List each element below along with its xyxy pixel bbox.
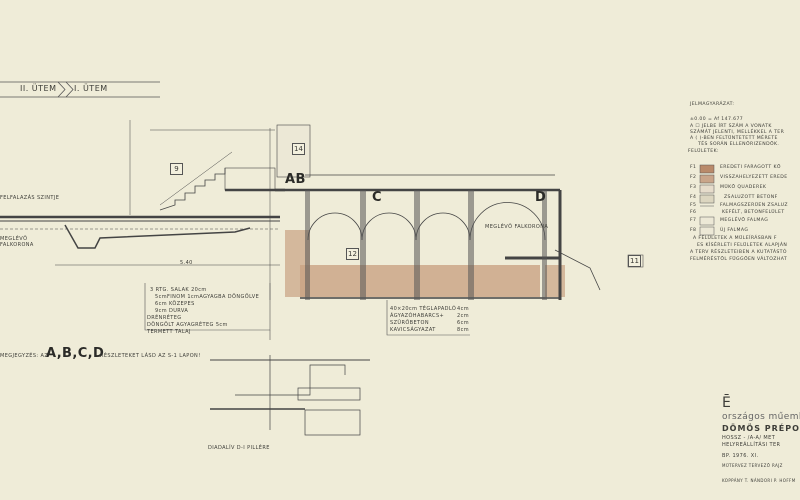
legend-code: F8: [690, 228, 697, 233]
legend-footer: A FELÜLETEK A MŰLEÍRÁSBAN F: [693, 236, 777, 241]
ground-section: [0, 120, 311, 300]
note-prefix: MEGJEGYZÉS: AZ: [0, 353, 49, 359]
legend-item: VISSZAHELYEZETT EREDE: [720, 175, 788, 180]
legend-footer: FELMÉRÉSTŐL FÜGGŐEN VÁLTOZHAT: [690, 257, 788, 262]
note-letters: A,B,C,D: [46, 346, 105, 361]
legend-code: F5: [690, 203, 697, 208]
legend-surfaces-title: FELÜLETEK:: [688, 149, 719, 154]
section-marker-ab: AB: [285, 172, 306, 187]
legend-line: TÉS SORÁN ELLENŐRIZENDŐK.: [698, 142, 780, 147]
detail-pier: [210, 355, 370, 436]
wall-crown-label: MEGLÉVŐ FALKORONA: [0, 236, 34, 248]
project-title: DÖMÖS PRÉPO: [722, 424, 800, 433]
legend-item: MEGLÉVŐ FALMAG: [720, 218, 769, 223]
legend-item: MŰKŐ QUADEREK: [720, 185, 767, 190]
legend-title: JELMAGYARÁZAT:: [690, 102, 735, 107]
wall-crown-label-mid: MEGLÉVŐ FALKORONA: [485, 224, 549, 230]
legend-line: A ( )-BEN FELTÜNTETETT MÉRETE: [690, 136, 778, 141]
plan-subtitle: HELYREÁLLÍTÁSI TER: [722, 442, 781, 448]
legend-line: SZÁMÁT JELENTI, MELLÉKKEL A TER: [690, 130, 785, 135]
designer-names: KOPPÁNY T. NÁNDORI P. HOFFM: [722, 478, 796, 483]
legend-line: A ☐ JELBE ÍRT SZÁM A VONATK: [690, 124, 772, 129]
walling-level-label: FELFALAZÁS SZINTJE: [0, 195, 60, 201]
legend-item: ÚJ FALMAG: [720, 228, 749, 233]
legend-code: F1: [690, 165, 697, 170]
layer-name: ÁGYAZÓHABARCS+: [390, 313, 445, 319]
layer-name: 40×20cm TÉGLAPADLÓ: [390, 306, 457, 312]
layer-value: 4cm: [457, 306, 470, 312]
legend-footer: ES KÍSÉRLETI FELÜLETEK ALAPJÁN: [697, 243, 788, 248]
legend-item: KEFÉLT, BETONFELÜLET: [722, 210, 785, 215]
plan-date: BP. 1976. XI.: [722, 453, 759, 459]
ref-box-12: 12: [346, 248, 359, 260]
section-marker-d: D: [535, 190, 547, 205]
layer-value: 8cm: [457, 327, 470, 333]
ref-box-9: 9: [170, 163, 183, 175]
ref-box-14: 14: [292, 143, 305, 155]
organization: országos műeml: [722, 412, 800, 422]
layer-line: 6cm KÖZEPES: [155, 301, 195, 307]
phase-ii-label: II. ÜTEM: [20, 84, 57, 93]
legend-code: F4: [690, 195, 697, 200]
layer-line: 9cm DURVA: [155, 308, 189, 314]
detail-caption: DIADALÍV D-I PILLÉRE: [208, 445, 270, 451]
layer-name: KAVICSÁGYAZAT: [390, 327, 436, 333]
layer-line: 3 RTG. SALAK 20cm: [150, 287, 207, 293]
section-marker-c: C: [372, 190, 382, 205]
layer-line: DÖNGÖLT AGYAGRÉTEG 5cm: [147, 322, 228, 328]
layer-line: DRÉNRÉTEG: [147, 315, 182, 321]
sheet-title: HOSSZ - /A-A/ MET: [722, 435, 776, 441]
legend-code: F6: [690, 210, 697, 215]
legend-footer: A TERV RÉSZLETEIBEN A KUTATÁSTÓ: [690, 250, 787, 255]
designer-label: MŰTERVEZ TERVEZŐ RAJZ: [722, 463, 783, 468]
dimension-label: 5.40: [180, 260, 193, 266]
layer-name: SZŰRŐBETON: [390, 320, 429, 326]
church-section: [275, 174, 601, 300]
legend-code: F3: [690, 185, 697, 190]
phase-banner: [0, 81, 160, 98]
legend-item: FALMAGSZERŰEN ZSALUZ: [720, 203, 788, 208]
layer-line: 5cmFINOM 1cmAGYAGBA DÖNGÖLVE: [155, 294, 260, 300]
note-suffix: RÉSZLETEKET LÁSD AZ S-1 LAPON!: [100, 353, 201, 359]
ref-box-11: 11: [628, 255, 641, 267]
phase-i-label: I. ÜTEM: [74, 84, 108, 93]
legend-code: F7: [690, 218, 697, 223]
legend-datum: ±0.00 = Af 147.677: [690, 117, 744, 122]
layer-value: 6cm: [457, 320, 470, 326]
layer-line: TERMETT TALAJ: [147, 329, 191, 335]
legend-code: F2: [690, 175, 697, 180]
layer-value: 2cm: [457, 313, 470, 319]
office-logo: Ē: [722, 395, 732, 411]
legend-item: ZSALUZOTT BETONF: [724, 195, 778, 200]
legend-item: EREDETI FARAGOTT KŐ: [720, 165, 781, 170]
